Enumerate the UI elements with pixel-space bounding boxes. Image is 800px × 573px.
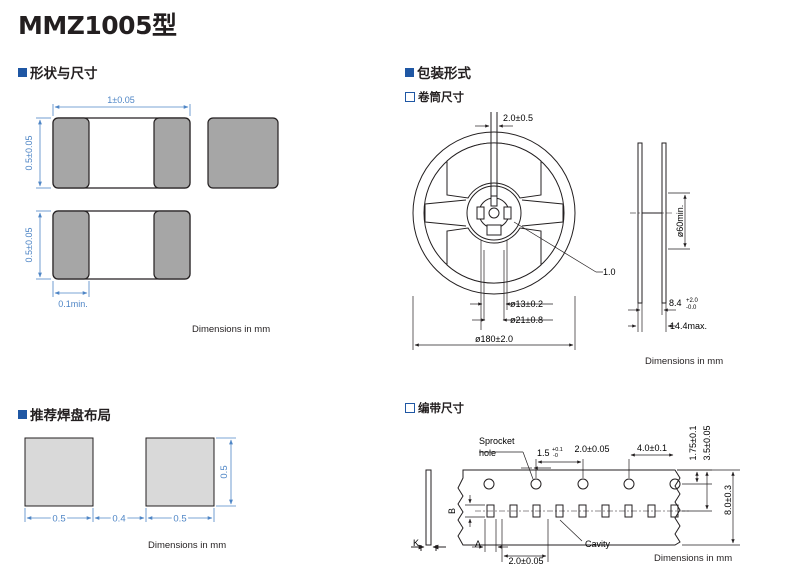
land-pads: [24, 437, 215, 507]
reel-side-view: [630, 142, 674, 304]
section-packaging-heading: 包装形式: [405, 62, 471, 82]
reel-diameter-180: ø180±2.0: [475, 334, 513, 344]
section-land-label: 推荐焊盘布局: [30, 408, 111, 424]
flange-diameter-60: ø60min.: [675, 205, 685, 238]
length-dimension: 1±0.05: [107, 95, 134, 105]
cavity-label: Cavity: [585, 539, 611, 549]
shape-dimensions-note: Dimensions in mm: [192, 324, 271, 335]
reel-dimension-lines: [412, 124, 603, 350]
reel-front-view: [412, 112, 576, 295]
sprocket-label-line1: Sprocket: [479, 436, 515, 446]
shape-dimension-lines: [36, 104, 191, 297]
height-dimension-top: 0.5±0.05: [24, 136, 34, 171]
subsection-reel-heading: 卷筒尺寸: [405, 89, 464, 105]
sprocket-label-line2: hole: [479, 448, 496, 458]
sprocket-to-cavity-pitch: 2.0±0.05: [575, 444, 610, 454]
tape-side-profile: [411, 469, 446, 551]
sprocket-edge-distance: 1.75±0.1: [688, 426, 698, 461]
chip-side-view: [52, 210, 191, 280]
chip-top-view: [52, 117, 191, 189]
reel-width-dimension: 8.4: [669, 298, 682, 308]
chip-end-view: [207, 117, 279, 189]
section-packaging-label: 包装形式: [417, 66, 471, 82]
land-dimensions-note: Dimensions in mm: [148, 540, 227, 551]
subsection-tape-label: 编带尺寸: [418, 401, 464, 415]
land-pad-height: 0.5: [219, 465, 230, 478]
reel-side-dimension-lines: [628, 192, 690, 332]
land-dimension-lines: [24, 437, 236, 522]
cavity-width-label: A: [475, 539, 481, 549]
square-bullet-icon: [18, 409, 27, 419]
land-pad-right-width: 0.5: [173, 514, 186, 525]
open-square-bullet-icon: [405, 403, 415, 413]
reel-width-tolerance-minus: -0.0: [686, 305, 697, 311]
tape-dimensions-note: Dimensions in mm: [654, 553, 733, 564]
cavity-pitch-dimension: 2.0±0.05: [509, 556, 544, 566]
page-title: MMZ1005型: [18, 11, 177, 40]
section-land-heading: 推荐焊盘布局: [18, 404, 111, 424]
terminal-dimension: 0.1min.: [58, 299, 88, 309]
land-gap-width: 0.4: [112, 514, 125, 525]
cavity-center-distance: 3.5±0.05: [702, 426, 712, 461]
sprocket-hole-tolerance-minus: -0: [553, 453, 558, 459]
section-shape-heading: 形状与尺寸: [18, 62, 98, 82]
reel-width-tolerance-plus: +2.0: [686, 298, 699, 304]
reel-dimensions-note: Dimensions in mm: [645, 356, 724, 367]
open-square-bullet-icon: [405, 92, 415, 102]
square-bullet-icon: [405, 67, 414, 77]
carrier-tape: [457, 469, 690, 546]
hub-diameter-13: ø13±0.2: [510, 299, 543, 309]
land-pad-left-width: 0.5: [52, 514, 65, 525]
hub-diameter-21: ø21±0.8: [510, 315, 543, 325]
subsection-tape-heading: 编带尺寸: [405, 400, 464, 416]
square-bullet-icon: [18, 67, 27, 77]
tape-width-dimension: 8.0±0.3: [723, 485, 733, 515]
height-dimension-bottom: 0.5±0.05: [24, 228, 34, 263]
subsection-reel-label: 卷筒尺寸: [418, 90, 464, 104]
reel-max-width-dimension: 14.4max.: [670, 321, 707, 331]
section-shape-label: 形状与尺寸: [30, 66, 98, 82]
sprocket-holes: [483, 478, 681, 490]
slot-width-dimension: 2.0±0.5: [503, 113, 533, 123]
sprocket-hole-pitch: 4.0±0.1: [637, 443, 667, 453]
sprocket-hole-tolerance-plus: +0.1: [552, 447, 563, 453]
cavity-length-label: B: [447, 508, 457, 514]
tape-thickness-label: K: [413, 538, 419, 548]
sprocket-hole-diameter: 1.5: [537, 448, 550, 458]
tape-dimension-lines: [465, 451, 740, 562]
hub-dimension: 1.0: [603, 267, 616, 277]
